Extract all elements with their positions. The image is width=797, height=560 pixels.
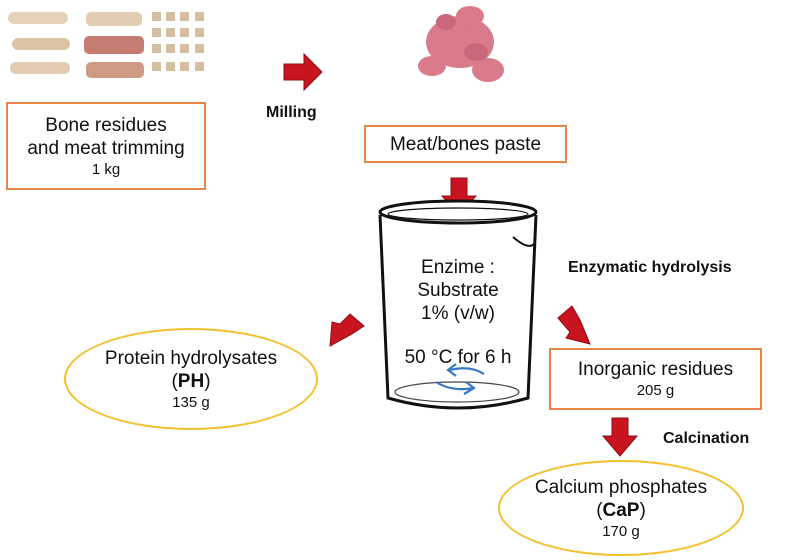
protein-amount: 135 g: [172, 393, 210, 411]
beaker-line1: Enzime :: [421, 257, 495, 278]
inorganic-amount: 205 g: [636, 382, 675, 399]
paste-label: Meat/bones paste: [389, 133, 542, 155]
beaker-line2: Substrate: [417, 280, 499, 301]
beaker-line3: 1% (v/w): [421, 303, 495, 324]
milling-label: Milling: [266, 104, 317, 121]
beaker-conditions: Enzime : Substrate 1% (v/w): [398, 256, 518, 325]
calcium-abbr: CaP: [602, 499, 640, 521]
protein-ellipse: Protein hydrolysates (PH) 135 g: [64, 328, 318, 430]
input-amount: 1 kg: [91, 160, 121, 178]
calcination-arrow: [601, 417, 639, 457]
milling-arrow: [283, 52, 323, 92]
to-inorganic-arrow: [557, 305, 591, 345]
to-protein-arrow: [329, 313, 365, 347]
paste-box: Meat/bones paste: [364, 125, 567, 163]
calcium-amount: 170 g: [602, 522, 640, 540]
bone-residues-image: [8, 12, 204, 78]
inorganic-box: Inorganic residues 205 g: [549, 348, 762, 410]
stirring-icon: [435, 363, 485, 395]
calcium-label: Calcium phosphates: [534, 476, 708, 498]
beaker-line4: 50 °C for 6 h: [404, 347, 512, 368]
protein-abbr: PH: [177, 370, 205, 392]
input-box: Bone residues and meat trimming 1 kg: [6, 102, 206, 190]
calcium-ellipse: Calcium phosphates (CaP) 170 g: [498, 460, 744, 556]
input-line1: Bone residues: [45, 114, 167, 136]
inorganic-label: Inorganic residues: [577, 359, 734, 380]
calcination-label: Calcination: [663, 430, 750, 447]
hydrolysis-label: Enzymatic hydrolysis: [568, 259, 732, 276]
input-line2: and meat trimming: [27, 137, 185, 159]
beaker-icon: [378, 199, 538, 410]
protein-label: Protein hydrolysates: [104, 347, 278, 369]
meat-paste-image: [418, 6, 504, 82]
